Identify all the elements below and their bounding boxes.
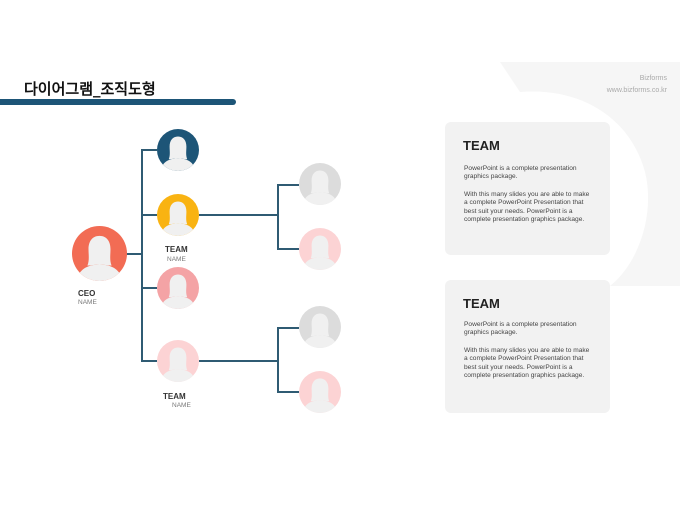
team1-name: NAME — [167, 256, 186, 263]
card-text: PowerPoint is a complete presentation gr… — [464, 321, 577, 337]
title-underline — [0, 99, 236, 105]
avatar-member[interactable] — [299, 163, 341, 205]
brand-url: www.bizforms.co.kr — [606, 87, 667, 94]
avatar-member[interactable] — [299, 228, 341, 270]
connector — [141, 149, 157, 151]
page-title: 다이어그램_조직도형 — [24, 80, 156, 98]
avatar-ceo[interactable] — [72, 226, 127, 281]
ceo-title: CEO — [78, 289, 96, 298]
connector — [141, 214, 157, 216]
team1-title: TEAM — [165, 245, 188, 254]
avatar-team1[interactable] — [157, 194, 199, 236]
person-icon — [72, 226, 127, 281]
team-card: TEAM PowerPoint is a complete presentati… — [445, 280, 610, 413]
connector — [277, 327, 299, 329]
avatar-member[interactable] — [299, 306, 341, 348]
card-title: TEAM — [463, 138, 500, 153]
connector — [141, 360, 157, 362]
connector — [141, 149, 143, 362]
brand: Bizforms www.bizforms.co.kr — [607, 73, 667, 97]
avatar-member[interactable] — [157, 129, 199, 171]
connector — [277, 184, 279, 250]
person-icon — [299, 228, 341, 270]
connector — [126, 253, 142, 255]
brand-name: Bizforms — [639, 75, 667, 82]
person-icon — [299, 306, 341, 348]
team2-name: NAME — [172, 402, 191, 409]
decorative-arc — [440, 62, 680, 286]
card-title: TEAM — [463, 296, 500, 311]
card-text: With this many slides you are able to ma… — [464, 347, 590, 379]
connector — [141, 287, 157, 289]
avatar-member[interactable] — [157, 267, 199, 309]
connector — [277, 327, 279, 393]
ceo-name: NAME — [78, 299, 97, 306]
person-icon — [299, 163, 341, 205]
person-icon — [157, 340, 199, 382]
card-text: With this many slides you are able to ma… — [464, 191, 590, 223]
person-icon — [157, 194, 199, 236]
connector — [199, 214, 279, 216]
person-icon — [157, 129, 199, 171]
avatar-member[interactable] — [299, 371, 341, 413]
connector — [277, 184, 299, 186]
team2-title: TEAM — [163, 392, 186, 401]
avatar-team2[interactable] — [157, 340, 199, 382]
connector — [277, 391, 299, 393]
card-text: PowerPoint is a complete presentation gr… — [464, 165, 577, 181]
connector — [277, 248, 299, 250]
decorative-arc-shape — [500, 62, 680, 286]
person-icon — [157, 267, 199, 309]
team-card: TEAM PowerPoint is a complete presentati… — [445, 122, 610, 255]
connector — [199, 360, 279, 362]
person-icon — [299, 371, 341, 413]
